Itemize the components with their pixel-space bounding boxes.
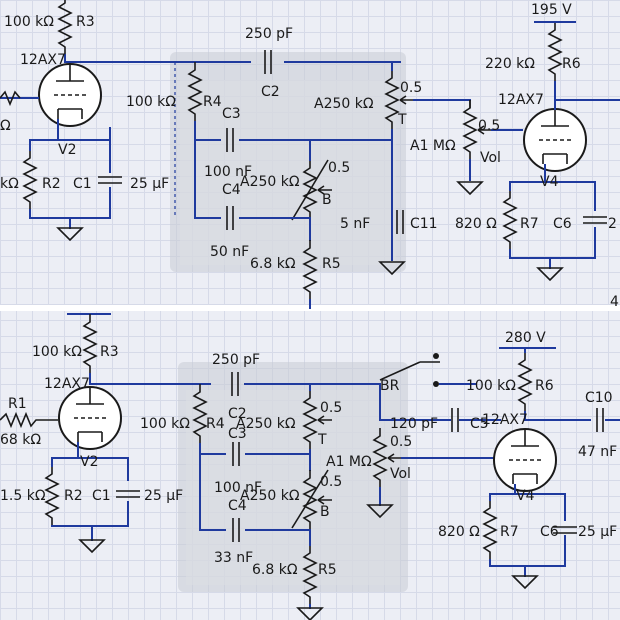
label-b-pot-a-pos: 0.5	[320, 400, 342, 416]
label-b-r5-value: 6.8 kΩ	[252, 562, 298, 578]
amp-image-top	[170, 52, 406, 272]
label-b-r6-value: 100 kΩ	[466, 378, 516, 394]
label-b-c1: C1	[92, 488, 111, 504]
label-pot-b-pos: 0.5	[328, 160, 350, 176]
label-v4: V4	[540, 174, 559, 190]
label-pot-a-pos: 0.5	[400, 80, 422, 96]
label-b-c5-value: 120 pF	[390, 416, 438, 432]
label-b-r2-value: 1.5 kΩ	[0, 488, 46, 504]
label-b-r5-name: R5	[318, 562, 337, 578]
label-r4-value: 100 kΩ	[126, 94, 176, 110]
tube-left-bottom	[58, 386, 122, 450]
label-b-c10-value: 47 nF	[578, 444, 617, 460]
label-b-r3-value: 100 kΩ	[32, 344, 82, 360]
label-supply-top: 195 V	[531, 2, 572, 18]
label-c6: C6	[553, 216, 572, 232]
label-c6-value: 2	[608, 216, 617, 232]
label-b-r7-value: 820 Ω	[438, 524, 480, 540]
label-vol-pos: 0.5	[478, 118, 500, 134]
label-v2: V2	[58, 142, 76, 158]
label-cap-50: 50 nF	[210, 244, 249, 260]
label-tube-left: 12AX7	[20, 52, 66, 68]
label-b-pot-b-value: A250 kΩ	[240, 488, 300, 504]
label-tube-right: 12AX7	[498, 92, 544, 108]
tube-right-top	[523, 108, 587, 172]
label-pot-a-tap: T	[397, 112, 407, 128]
label-b-v2: V2	[80, 454, 98, 470]
label-right-edge: 4	[610, 294, 619, 310]
label-r7-name: R7	[520, 216, 539, 232]
label-c1-name: C1	[73, 176, 92, 192]
amp-image-bottom	[178, 362, 408, 592]
label-b-pot-a-value: A250 kΩ	[236, 416, 296, 432]
tube-right-bottom	[493, 428, 557, 492]
label-b-r6-name: R6	[535, 378, 554, 394]
label-b-r3-name: R3	[100, 344, 119, 360]
tube-left-top	[38, 63, 102, 127]
label-r3-name: R3	[76, 14, 95, 30]
label-r4-name: R4	[203, 94, 222, 110]
label-r7-value: 820 Ω	[455, 216, 497, 232]
label-b-r1-name: R1	[8, 396, 27, 412]
label-b-tube-right: 12AX7	[482, 412, 528, 428]
label-c2: C2	[261, 84, 280, 100]
label-b-c6: C6	[540, 524, 559, 540]
label-b-cap-33: 33 nF	[214, 550, 253, 566]
label-r2-name: R2	[42, 176, 61, 192]
label-b-vol-value: A1 MΩ	[326, 454, 372, 470]
label-b-c2: C2	[228, 406, 247, 422]
label-r6-name: R6	[562, 56, 581, 72]
label-input-r: Ω	[0, 118, 11, 134]
label-pot-b-value: A250 kΩ	[240, 174, 300, 190]
top-labels: 100 kΩ R3 12AX7 Ω V2 kΩ R2 C1 25 µF 250 …	[0, 2, 619, 310]
label-vol-name: Vol	[480, 150, 501, 166]
label-b-c3: C3	[228, 426, 247, 442]
label-b-v4: V4	[516, 488, 535, 504]
label-b-c6-value: 25 µF	[578, 524, 617, 540]
label-b-r1-value: 68 kΩ	[0, 432, 41, 448]
label-vol-value: A1 MΩ	[410, 138, 456, 154]
label-pot-a-value: A250 kΩ	[314, 96, 374, 112]
label-c1-value: 25 µF	[130, 176, 169, 192]
bottom-circuit	[0, 313, 620, 620]
label-b-pot-b-tap: B	[320, 504, 330, 520]
label-pot-b-tap: B	[322, 192, 332, 208]
label-b-tube-left: 12AX7	[44, 376, 90, 392]
label-cap-top: 250 pF	[245, 26, 293, 42]
label-c4-value: 100 nF	[204, 164, 252, 180]
bottom-labels: 100 kΩ R3 12AX7 R1 68 kΩ V2 1.5 kΩ R2 C1…	[0, 330, 617, 578]
label-b-r7-name: R7	[500, 524, 519, 540]
label-r3-value: 100 kΩ	[4, 14, 54, 30]
label-r6-value: 220 kΩ	[485, 56, 535, 72]
label-r2-value: kΩ	[0, 176, 19, 192]
label-b-vol-pos: 0.5	[390, 434, 412, 450]
label-b-br: BR	[380, 378, 400, 394]
label-b-r4-value: 100 kΩ	[140, 416, 190, 432]
label-b-c5: C5	[470, 416, 489, 432]
label-b-c4-value: 100 nF	[214, 480, 262, 496]
label-c4: C4	[222, 182, 241, 198]
label-c3: C3	[222, 106, 241, 122]
label-b-supply: 280 V	[505, 330, 546, 346]
label-c11: C11	[410, 216, 438, 232]
label-r5-value: 6.8 kΩ	[250, 256, 296, 272]
label-b-cap-top: 250 pF	[212, 352, 260, 368]
label-b-r2-name: R2	[64, 488, 83, 504]
label-b-c1-value: 25 µF	[144, 488, 183, 504]
label-b-r4-name: R4	[206, 416, 225, 432]
label-b-vol-name: Vol	[390, 466, 411, 482]
label-b-pot-b-pos: 0.5	[320, 474, 342, 490]
label-b-pot-a-tap: T	[317, 432, 327, 448]
label-b-c10: C10	[585, 390, 613, 406]
label-r5-name: R5	[322, 256, 341, 272]
label-c11-value: 5 nF	[340, 216, 370, 232]
label-b-c4: C4	[228, 498, 247, 514]
top-circuit	[0, 0, 620, 309]
